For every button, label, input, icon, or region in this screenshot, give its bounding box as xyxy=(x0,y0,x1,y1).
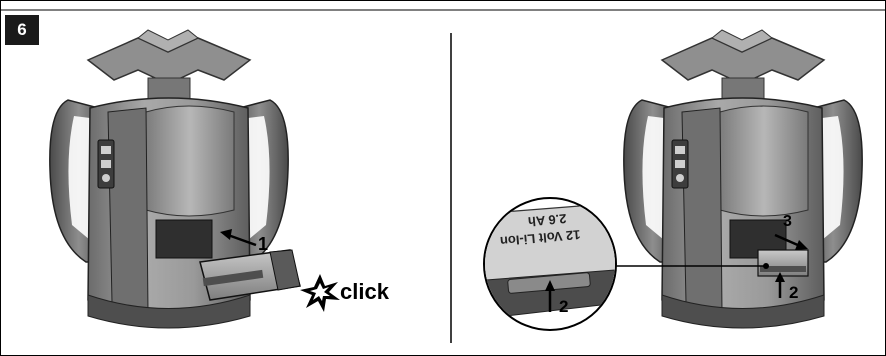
step-marker-1: 1 xyxy=(258,234,268,254)
step-number-badge: 6 xyxy=(5,15,39,45)
right-battery-pack xyxy=(758,250,808,276)
click-burst-icon xyxy=(300,274,340,312)
release-marker-callout: 2 xyxy=(559,297,568,316)
callout-anchor-dot xyxy=(763,263,769,269)
click-label: click xyxy=(340,279,390,304)
release-marker-main: 2 xyxy=(789,283,798,302)
right-panel-device xyxy=(624,30,862,328)
step-marker-3: 3 xyxy=(783,213,792,230)
